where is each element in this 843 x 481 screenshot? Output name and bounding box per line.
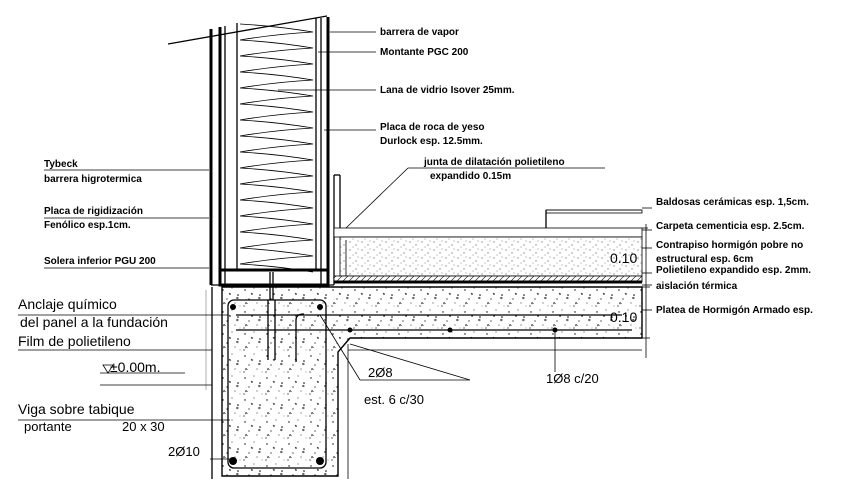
viga-label: Viga sobre tabique <box>18 401 135 417</box>
glass-wool-insulation <box>239 23 314 273</box>
film-label: Film de polietileno <box>18 333 131 349</box>
callout-contrapiso: Contrapiso hormigón pobre no <box>656 240 803 251</box>
stirrups-label: est. 6 c/30 <box>364 392 424 407</box>
rebar-top-label: 2Ø8 <box>368 365 393 380</box>
callout-platea: Platea de Hormigón Armado esp. <box>656 305 813 316</box>
leader-lines <box>18 31 652 460</box>
dimension-platea: 0.10 <box>610 309 637 325</box>
callout-junta-esp: expandido 0.15m <box>430 171 511 182</box>
break-line <box>167 15 328 45</box>
floor-layers <box>333 209 643 284</box>
callout-baldosas: Baldosas cerámicas esp. 1,5cm. <box>656 197 809 208</box>
mesh-label: 1Ø8 c/20 <box>546 371 599 386</box>
concrete-slab-beam <box>221 286 643 477</box>
viga-dimension: 20 x 30 <box>122 419 165 434</box>
callout-placa-roca: Placa de roca de yeso <box>380 122 485 133</box>
viga-label-2: portante <box>24 419 72 434</box>
dimension-lines <box>642 224 650 358</box>
level-marker <box>100 364 212 386</box>
callout-placa-rig: Placa de rigidización <box>44 206 143 217</box>
callout-polietileno: Polietileno expandido esp. 2mm. <box>656 265 811 276</box>
annotations: Anclaje químico del panel a la fundación… <box>18 250 637 459</box>
left-callouts: Tybeck barrera higrotermica Placa de rig… <box>44 159 156 267</box>
dimension-contrapiso: 0.10 <box>610 250 637 266</box>
callout-junta: junta de dilatación polietileno <box>423 157 565 168</box>
callout-placa-rig-esp: Fenólico esp.1cm. <box>44 220 131 231</box>
rebar-bottom-label: 2Ø10 <box>168 444 200 459</box>
level-label: ±0.00m. <box>110 359 160 375</box>
callout-placa-roca-esp: Durlock esp. 12.5mm. <box>380 136 483 147</box>
callout-barrera-higro: barrera higrotermica <box>44 174 142 185</box>
callout-barrera-vapor: barrera de vapor <box>380 27 459 38</box>
callout-carpeta: Carpeta cementicia esp. 2.5cm. <box>656 221 805 232</box>
callout-montante: Montante PGC 200 <box>380 47 469 58</box>
callout-lana-vidrio: Lana de vidrio Isover 25mm. <box>380 85 515 96</box>
callout-tybeck: Tybeck <box>44 159 78 170</box>
anclaje-label-2: del panel a la fundación <box>20 314 168 330</box>
wall-panel <box>209 17 341 287</box>
anclaje-label: Anclaje químico <box>18 296 117 312</box>
callout-aislacion: aislación térmica <box>656 281 738 292</box>
callout-solera: Solera inferior PGU 200 <box>44 256 156 267</box>
callout-contrapiso-esp: estructural esp. 6cm <box>656 254 753 265</box>
right-callouts: barrera de vapor Montante PGC 200 Lana d… <box>380 27 813 316</box>
